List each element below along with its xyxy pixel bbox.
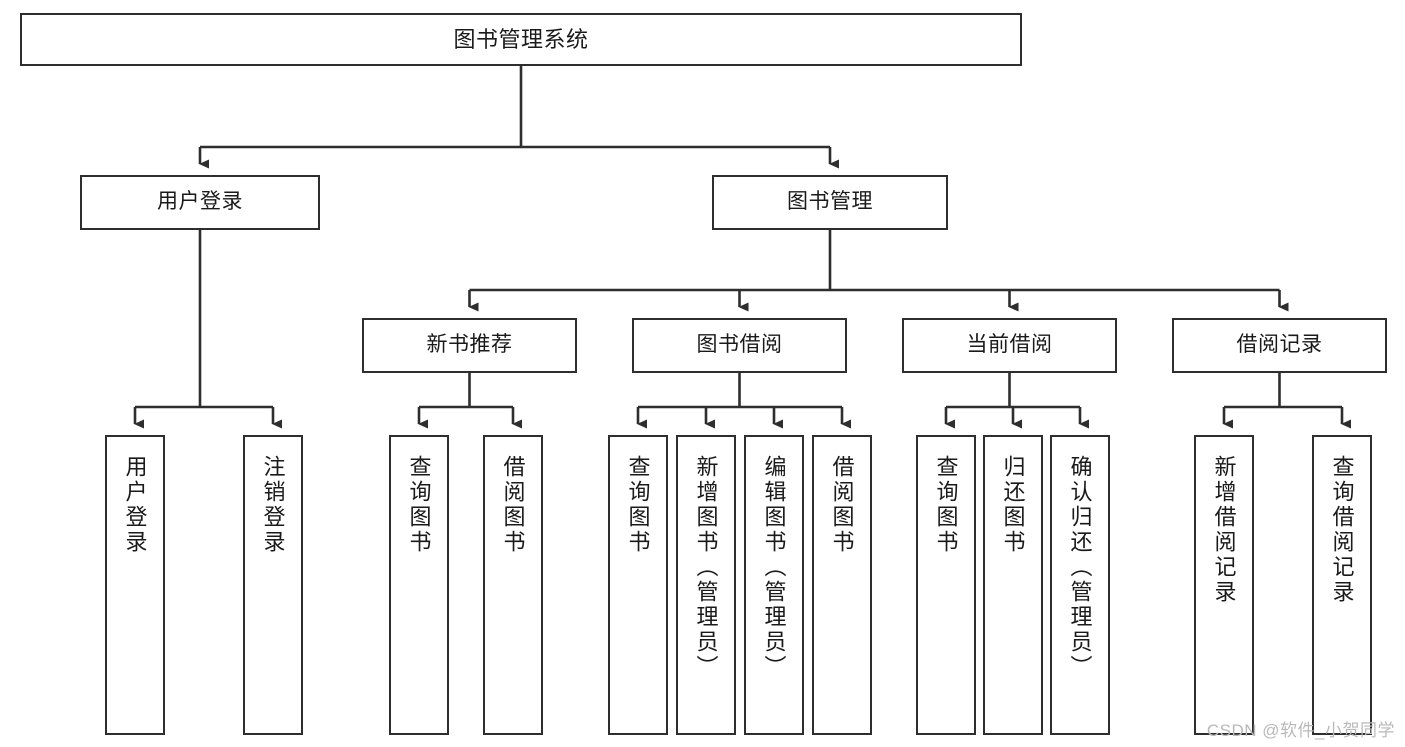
node-label: 借阅图书 — [500, 455, 526, 555]
node-label: 用户登录 — [157, 190, 243, 214]
node-label: 借阅记录 — [1236, 333, 1323, 357]
node-l2-borrow[interactable]: 图书借阅 — [632, 318, 847, 373]
node-leaf-r-query[interactable]: 查询借阅记录 — [1312, 435, 1372, 735]
node-l2-new-book[interactable]: 新书推荐 — [362, 318, 577, 373]
node-label: 图书借阅 — [696, 333, 783, 357]
node-leaf-r-add[interactable]: 新增借阅记录 — [1194, 435, 1254, 735]
node-label: 查询图书 — [406, 455, 432, 555]
node-label: 查询图书 — [933, 455, 959, 555]
node-leaf-user-logout[interactable]: 注销登录 — [243, 435, 303, 735]
node-label: 用户登录 — [122, 455, 148, 555]
node-leaf-b-query[interactable]: 查询图书 — [608, 435, 668, 735]
node-l2-current[interactable]: 当前借阅 — [902, 318, 1117, 373]
node-leaf-c-query[interactable]: 查询图书 — [916, 435, 976, 735]
node-leaf-user-login[interactable]: 用户登录 — [105, 435, 165, 735]
node-label: 当前借阅 — [966, 333, 1053, 357]
node-label: 图书管理 — [787, 190, 873, 214]
node-label: 借阅图书 — [829, 455, 855, 555]
node-leaf-b-edit[interactable]: 编辑图书（管理员） — [744, 435, 804, 735]
node-leaf-b-add[interactable]: 新增图书（管理员） — [676, 435, 736, 735]
node-l1-book-manage[interactable]: 图书管理 — [712, 175, 948, 230]
node-leaf-c-confirm[interactable]: 确认归还（管理员） — [1050, 435, 1110, 735]
node-label: 归还图书 — [1000, 455, 1026, 555]
node-label: 新书推荐 — [426, 333, 513, 357]
node-label: 查询借阅记录 — [1329, 455, 1355, 605]
node-label: 编辑图书（管理员） — [761, 455, 787, 680]
node-root[interactable]: 图书管理系统 — [20, 13, 1022, 66]
node-l2-record[interactable]: 借阅记录 — [1172, 318, 1387, 373]
node-leaf-new-query[interactable]: 查询图书 — [389, 435, 449, 735]
node-label: 新增借阅记录 — [1211, 455, 1237, 605]
node-leaf-c-return[interactable]: 归还图书 — [983, 435, 1043, 735]
node-label: 确认归还（管理员） — [1067, 455, 1093, 680]
node-label: 查询图书 — [625, 455, 651, 555]
node-leaf-b-borrow[interactable]: 借阅图书 — [812, 435, 872, 735]
node-label: 新增图书（管理员） — [693, 455, 719, 680]
csdn-watermark: CSDN @软件_小贺同学 — [1206, 721, 1395, 740]
node-leaf-new-borrow[interactable]: 借阅图书 — [483, 435, 543, 735]
node-l1-user-login[interactable]: 用户登录 — [80, 175, 320, 230]
node-label: 注销登录 — [260, 455, 286, 555]
node-label: 图书管理系统 — [453, 26, 589, 52]
